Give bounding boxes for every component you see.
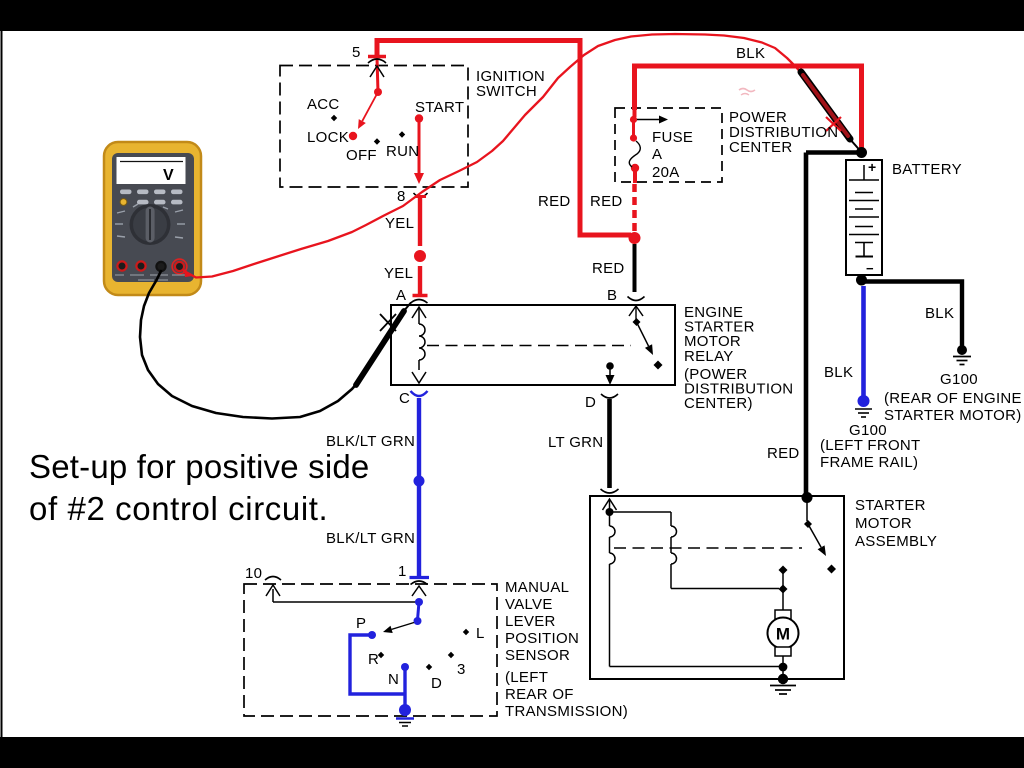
svg-text:C: C bbox=[399, 390, 410, 407]
svg-text:SENSOR: SENSOR bbox=[505, 647, 570, 664]
svg-text:L: L bbox=[476, 625, 485, 642]
svg-text:G100: G100 bbox=[940, 371, 978, 388]
svg-text:8: 8 bbox=[397, 188, 406, 205]
svg-text:POSITION: POSITION bbox=[505, 630, 579, 647]
svg-text:D: D bbox=[431, 675, 442, 692]
svg-text:CENTER: CENTER bbox=[729, 139, 792, 156]
svg-text:R: R bbox=[368, 651, 379, 668]
svg-text:(LEFT FRONT: (LEFT FRONT bbox=[820, 437, 921, 454]
svg-text:(POWER: (POWER bbox=[684, 366, 747, 383]
svg-text:RELAY: RELAY bbox=[684, 348, 734, 365]
svg-text:10: 10 bbox=[245, 565, 262, 582]
svg-text:MOTOR: MOTOR bbox=[684, 333, 741, 350]
svg-text:1: 1 bbox=[398, 563, 407, 580]
svg-text:BLK: BLK bbox=[824, 364, 853, 381]
svg-text:BLK/LT GRN: BLK/LT GRN bbox=[326, 530, 415, 547]
svg-text:D: D bbox=[585, 394, 596, 411]
svg-text:3: 3 bbox=[457, 661, 466, 678]
svg-text:STARTER: STARTER bbox=[684, 319, 755, 336]
svg-text:POWER: POWER bbox=[729, 109, 787, 126]
svg-text:LOCK: LOCK bbox=[307, 129, 349, 146]
svg-text:BATTERY: BATTERY bbox=[892, 161, 962, 178]
svg-text:TRANSMISSION): TRANSMISSION) bbox=[505, 703, 628, 720]
svg-text:BLK/LT GRN: BLK/LT GRN bbox=[326, 433, 415, 450]
svg-text:N: N bbox=[388, 671, 399, 688]
svg-text:REAR OF: REAR OF bbox=[505, 686, 574, 703]
svg-text:A: A bbox=[652, 146, 662, 163]
svg-text:−: − bbox=[866, 261, 874, 276]
svg-text:LT GRN: LT GRN bbox=[548, 434, 603, 451]
svg-text:VALVE: VALVE bbox=[505, 596, 553, 613]
svg-text:V: V bbox=[163, 167, 174, 184]
svg-text:RUN: RUN bbox=[386, 143, 419, 160]
svg-text:SWITCH: SWITCH bbox=[476, 83, 537, 100]
svg-text:IGNITION: IGNITION bbox=[476, 68, 545, 85]
svg-text:ENGINE: ENGINE bbox=[684, 304, 743, 321]
svg-text:MOTOR: MOTOR bbox=[855, 515, 912, 532]
svg-text:G100: G100 bbox=[849, 422, 887, 439]
svg-text:YEL: YEL bbox=[384, 265, 413, 282]
svg-text:of #2 control circuit.: of #2 control circuit. bbox=[29, 490, 328, 527]
svg-text:+: + bbox=[868, 159, 876, 175]
svg-text:RED: RED bbox=[538, 193, 571, 210]
svg-text:START: START bbox=[415, 99, 464, 116]
svg-text:STARTER MOTOR): STARTER MOTOR) bbox=[884, 407, 1022, 424]
svg-text:BLK: BLK bbox=[925, 305, 954, 322]
svg-text:ASSEMBLY: ASSEMBLY bbox=[855, 533, 937, 550]
svg-text:DISTRIBUTION: DISTRIBUTION bbox=[729, 124, 838, 141]
svg-text:RED: RED bbox=[592, 260, 625, 277]
svg-text:DISTRIBUTION: DISTRIBUTION bbox=[684, 380, 793, 397]
svg-text:20A: 20A bbox=[652, 164, 680, 181]
svg-text:STARTER: STARTER bbox=[855, 497, 926, 514]
svg-text:FRAME RAIL): FRAME RAIL) bbox=[820, 454, 918, 471]
svg-text:FUSE: FUSE bbox=[652, 129, 693, 146]
svg-text:B: B bbox=[607, 287, 617, 304]
svg-text:A: A bbox=[396, 287, 406, 304]
svg-text:CENTER): CENTER) bbox=[684, 395, 753, 412]
svg-text:BLK: BLK bbox=[736, 45, 765, 62]
svg-text:RED: RED bbox=[767, 445, 800, 462]
svg-text:(LEFT: (LEFT bbox=[505, 669, 548, 686]
svg-text:5: 5 bbox=[352, 44, 361, 61]
svg-text:ACC: ACC bbox=[307, 96, 340, 113]
svg-text:M: M bbox=[776, 625, 790, 644]
svg-text:RED: RED bbox=[590, 193, 623, 210]
svg-text:MANUAL: MANUAL bbox=[505, 579, 569, 596]
svg-text:YEL: YEL bbox=[385, 215, 414, 232]
svg-text:OFF: OFF bbox=[346, 147, 377, 164]
svg-text:Set-up for positive side: Set-up for positive side bbox=[29, 448, 369, 485]
svg-text:P: P bbox=[356, 615, 366, 632]
svg-text:LEVER: LEVER bbox=[505, 613, 556, 630]
svg-text:(REAR OF ENGINE: (REAR OF ENGINE bbox=[884, 390, 1022, 407]
